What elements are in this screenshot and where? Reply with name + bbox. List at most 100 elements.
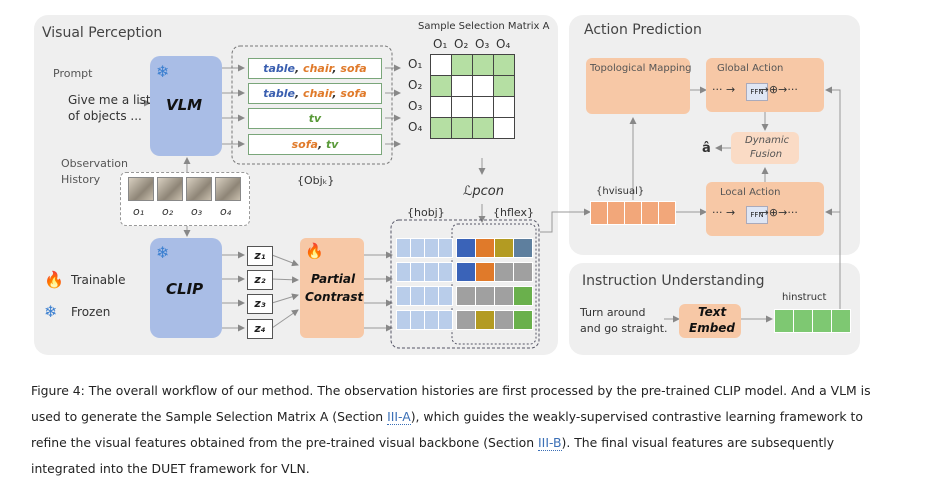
instruction-text-line2: and go straight. (580, 322, 668, 335)
prompt-text-line2: of objects ... (68, 109, 142, 123)
matrix-title: Sample Selection Matrix A (418, 21, 550, 32)
caption-part-2: ), which guides the weakly-supervised co… (31, 409, 863, 450)
prompt-label: Prompt (53, 67, 93, 80)
observation-label-line1: Observation (61, 157, 128, 170)
feature-cell (494, 238, 514, 258)
feature-cell (475, 262, 495, 282)
flame-icon: 🔥 (305, 242, 324, 260)
matrix-cell (472, 96, 494, 118)
partial-contrast-line2: Contrast (305, 290, 364, 304)
matrix-row-label: O₂ (408, 78, 423, 92)
h-visual-cell (607, 201, 625, 225)
z1-box: z₁ (247, 246, 273, 266)
object-word: sofa (340, 87, 367, 100)
z2-box: z₂ (247, 270, 273, 290)
object-word: tv (308, 112, 322, 125)
matrix-cell (493, 117, 515, 139)
global-flow-glyphs: ··· → →⊕→··· (712, 83, 798, 96)
clip-label: CLIP (166, 280, 204, 298)
caption-part-3: ). The final visual features are subsequ… (31, 435, 835, 476)
feature-cell (475, 238, 495, 258)
feature-cell (438, 262, 453, 282)
feature-cell (456, 238, 476, 258)
object-list-1: table, chair, sofa (248, 58, 382, 79)
feature-cell (456, 286, 476, 306)
feature-cell (475, 310, 495, 330)
flame-icon: 🔥 (44, 270, 64, 289)
matrix-cell (451, 96, 473, 118)
caption-ref-section-iii-b[interactable]: III-B (538, 435, 562, 451)
feature-cell (396, 286, 411, 306)
feature-cell (410, 238, 425, 258)
feature-cell (410, 310, 425, 330)
local-flow-glyphs: ··· → →⊕→··· (712, 206, 798, 219)
feature-cell (494, 310, 514, 330)
observation-image-4 (215, 177, 241, 201)
topological-mapping-label: Topological Mapping (590, 63, 692, 74)
matrix-cell (451, 117, 473, 139)
feature-cell (456, 310, 476, 330)
matrix-cell (472, 75, 494, 97)
sample-selection-matrix (430, 54, 515, 139)
ffn-label: FFN (750, 88, 764, 96)
dynamic-fusion-line2: Fusion (750, 149, 783, 160)
a-hat-label: â (702, 141, 711, 156)
prompt-text-line1: Give me a list (68, 93, 151, 107)
object-word: sofa (340, 62, 367, 75)
object-word: sofa (291, 138, 318, 151)
caption-part-1: Figure 4: The overall workflow of our me… (31, 383, 871, 424)
feature-cell (438, 286, 453, 306)
object-word: , (295, 87, 304, 100)
visual-perception-title: Visual Perception (42, 25, 163, 41)
object-word: , (332, 87, 341, 100)
feature-cell (438, 310, 453, 330)
caption-ref-section-iii-a[interactable]: III-A (387, 409, 411, 425)
object-list-3: tv (248, 108, 382, 129)
object-word: , (317, 138, 326, 151)
obs-o3: o₃ (191, 205, 203, 218)
matrix-cell (451, 54, 473, 76)
instruction-text-line1: Turn around (580, 306, 646, 319)
global-ffn: FFN (746, 83, 768, 101)
legend-frozen: Frozen (71, 305, 111, 319)
partial-contrast-line1: Partial (311, 272, 356, 286)
ffn-label: FFN (750, 211, 764, 219)
feature-cell (424, 286, 439, 306)
matrix-cell (430, 117, 452, 139)
global-action-label: Global Action (717, 63, 784, 74)
feature-cell (410, 262, 425, 282)
feature-cell (424, 262, 439, 282)
observation-image-1 (128, 177, 154, 201)
object-word: table (263, 62, 296, 75)
feature-cell (396, 310, 411, 330)
text-embed-line1: Text (698, 305, 727, 319)
observation-image-2 (157, 177, 183, 201)
topological-mapping-block (586, 58, 690, 114)
figure-caption: Figure 4: The overall workflow of our me… (31, 378, 881, 482)
h-instruct-cell (774, 309, 794, 333)
matrix-col-label: O₁ (433, 37, 448, 51)
matrix-col-label: O₃ (475, 37, 490, 51)
matrix-cell (472, 117, 494, 139)
snowflake-icon: ❄ (156, 62, 170, 81)
h-visual-label: {hvisual} (596, 186, 645, 197)
snowflake-icon: ❄ (156, 243, 170, 262)
feature-cell (513, 238, 533, 258)
text-embed-line2: Embed (689, 321, 736, 335)
object-list-4: sofa, tv (248, 134, 382, 155)
z4-box: z₄ (247, 319, 273, 339)
h-instruct-cell (812, 309, 832, 333)
feature-cell (494, 262, 514, 282)
feature-cell (438, 238, 453, 258)
action-prediction-title: Action Prediction (584, 22, 702, 38)
feature-cell (513, 310, 533, 330)
feature-cell (513, 262, 533, 282)
h-visual-cell (590, 201, 608, 225)
matrix-cell (430, 54, 452, 76)
h-instruct-cell (831, 309, 851, 333)
z3-box: z₃ (247, 294, 273, 314)
text-embed-block (679, 304, 741, 338)
instruction-understanding-title: Instruction Understanding (582, 273, 765, 289)
legend-trainable: Trainable (71, 273, 126, 287)
matrix-cell (430, 75, 452, 97)
